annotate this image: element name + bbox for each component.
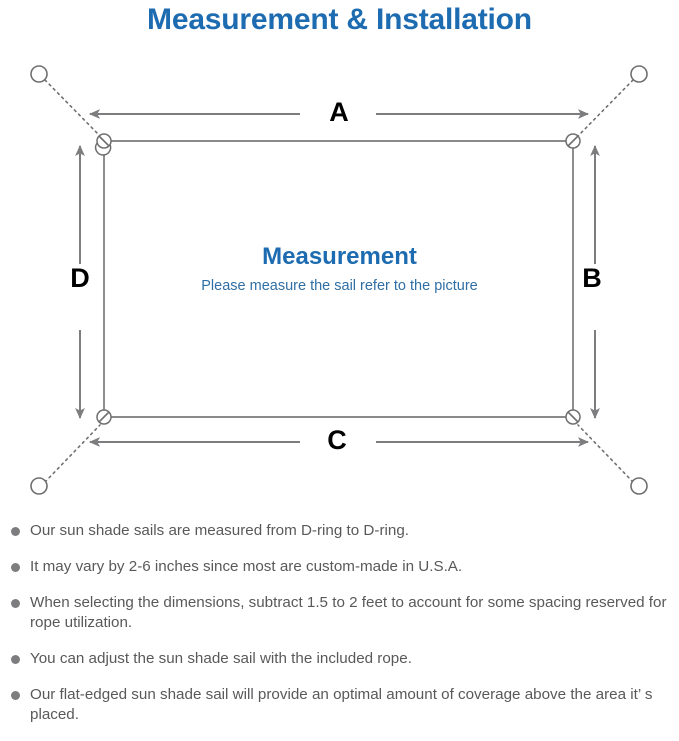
- sail-body: [103, 140, 574, 418]
- dimension-label-d: D: [70, 263, 90, 293]
- notes-list: Our sun shade sails are measured from D-…: [0, 521, 679, 741]
- dimension-arrows: [75, 109, 600, 447]
- d-ring-bar-top-right: [567, 135, 579, 147]
- anchor-ring-bottom-left: [30, 477, 48, 495]
- list-item: Our sun shade sails are measured from D-…: [0, 521, 679, 541]
- bullet-dot-icon: [11, 691, 20, 700]
- bullet-dot-icon: [11, 527, 20, 536]
- note-text: Our flat-edged sun shade sail will provi…: [30, 686, 653, 723]
- list-item: Our flat-edged sun shade sail will provi…: [0, 685, 679, 725]
- note-text: Our sun shade sails are measured from D-…: [30, 522, 409, 539]
- rope-top-left: [44, 79, 101, 137]
- d-ring-bars: [98, 135, 579, 423]
- bullet-dot-icon: [11, 563, 20, 572]
- list-item: You can adjust the sun shade sail with t…: [0, 649, 679, 669]
- anchor-ring-bottom-right: [630, 477, 648, 495]
- diagram-center-subtext: Please measure the sail refer to the pic…: [201, 278, 478, 294]
- anchor-ring-top-left: [30, 65, 48, 83]
- rope-bottom-left: [44, 424, 101, 483]
- d-ring-bar-bottom-left: [98, 411, 110, 423]
- rope-lines: [44, 79, 634, 483]
- note-text: It may vary by 2-6 inches since most are…: [30, 558, 463, 575]
- page-title: Measurement & Installation: [147, 3, 532, 36]
- dimension-label-b: B: [582, 263, 602, 293]
- rope-top-right: [577, 79, 634, 137]
- dimension-label-c: C: [327, 425, 347, 455]
- note-text: When selecting the dimensions, subtract …: [30, 594, 667, 631]
- d-ring-bar-top-left: [98, 135, 110, 147]
- note-text: You can adjust the sun shade sail with t…: [30, 650, 412, 667]
- bullet-dot-icon: [11, 655, 20, 664]
- d-ring-bar-bottom-right: [567, 411, 579, 423]
- rope-bottom-right: [577, 424, 634, 483]
- diagram-center-heading: Measurement: [262, 243, 417, 270]
- dimension-label-a: A: [329, 97, 349, 127]
- list-item: When selecting the dimensions, subtract …: [0, 593, 679, 633]
- anchor-ring-top-right: [630, 65, 648, 83]
- bullet-dot-icon: [11, 599, 20, 608]
- sail-diagram: [0, 46, 679, 516]
- list-item: It may vary by 2-6 inches since most are…: [0, 557, 679, 577]
- anchor-rings: [30, 65, 648, 495]
